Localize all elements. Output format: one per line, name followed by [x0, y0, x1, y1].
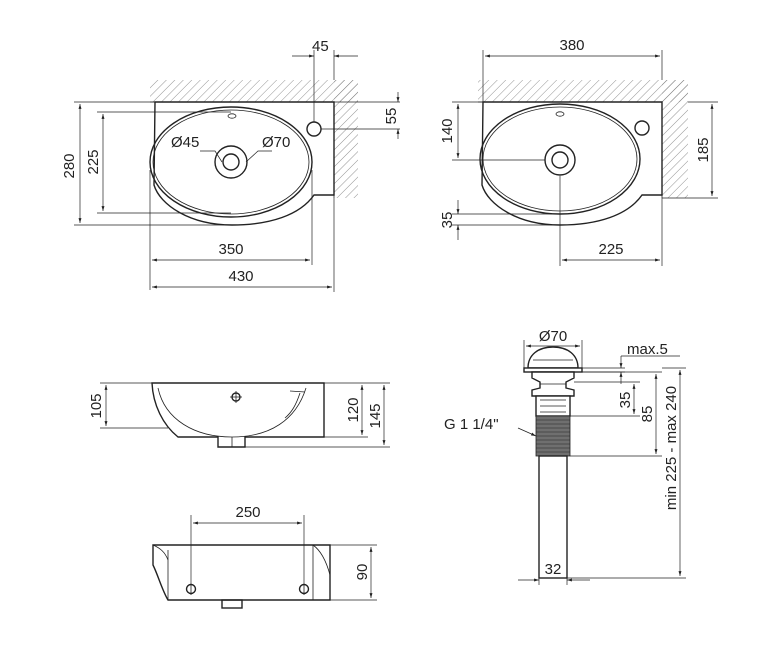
- dim-140: 140: [439, 118, 456, 143]
- dim-drain-35: 35: [617, 392, 634, 409]
- dim-35-top: 35: [439, 212, 456, 229]
- dim-280: 280: [61, 153, 78, 178]
- drain-tail-pipe: [538, 455, 568, 579]
- dim-430: 430: [228, 268, 253, 285]
- drain-view: Ø70 max.5 35 85 min 225 - max 240 G 1 1/…: [444, 328, 686, 585]
- tap-hole: [306, 121, 322, 137]
- drain-inner-circle: [222, 153, 240, 171]
- drain-cap: [527, 346, 579, 369]
- dim-55: 55: [383, 108, 400, 125]
- dim-90: 90: [354, 564, 371, 581]
- overflow-hole: [227, 113, 237, 119]
- drain-outer-right: [544, 144, 576, 176]
- wall-hatching-right: [478, 80, 688, 198]
- dim-drain-85: 85: [639, 406, 656, 423]
- dim-185: 185: [695, 137, 712, 162]
- bottom-view: 250 90: [152, 504, 377, 609]
- top-left-view: Ø45 Ø70 45 55 280 225 350 430: [61, 38, 400, 292]
- basin-outline: [153, 101, 335, 226]
- bowl-outer: [149, 106, 313, 218]
- drain-outer-circle: [214, 145, 248, 179]
- dim-225-left: 225: [85, 149, 102, 174]
- dim-max5: max.5: [627, 341, 668, 358]
- tap-hole-right: [634, 120, 650, 136]
- dim-225-right: 225: [598, 241, 623, 258]
- dim-drain-range: min 225 - max 240: [663, 386, 680, 510]
- front-view: 105 120 145: [88, 382, 390, 448]
- drain-inner-right: [551, 151, 569, 169]
- top-right-view: 380 140 185 35 225: [439, 37, 718, 266]
- dim-drain-32: 32: [545, 561, 562, 578]
- bottom-drain-stub: [221, 599, 243, 609]
- dim-45: 45: [312, 38, 329, 55]
- dim-drain-d70: Ø70: [539, 328, 567, 345]
- label-hole-large: Ø70: [262, 134, 290, 151]
- dim-120: 120: [345, 397, 362, 422]
- bottom-basin-outline: [152, 544, 331, 601]
- dim-380: 380: [559, 37, 584, 54]
- dim-145: 145: [367, 403, 384, 428]
- dim-350: 350: [218, 241, 243, 258]
- label-hole-small: Ø45: [171, 134, 199, 151]
- overflow-hole-right: [555, 111, 565, 117]
- bowl-inner: [152, 109, 310, 215]
- dim-105: 105: [88, 393, 105, 418]
- dim-250: 250: [235, 504, 260, 521]
- label-thread: G 1 1/4": [444, 416, 499, 433]
- front-basin-outline: [151, 382, 325, 448]
